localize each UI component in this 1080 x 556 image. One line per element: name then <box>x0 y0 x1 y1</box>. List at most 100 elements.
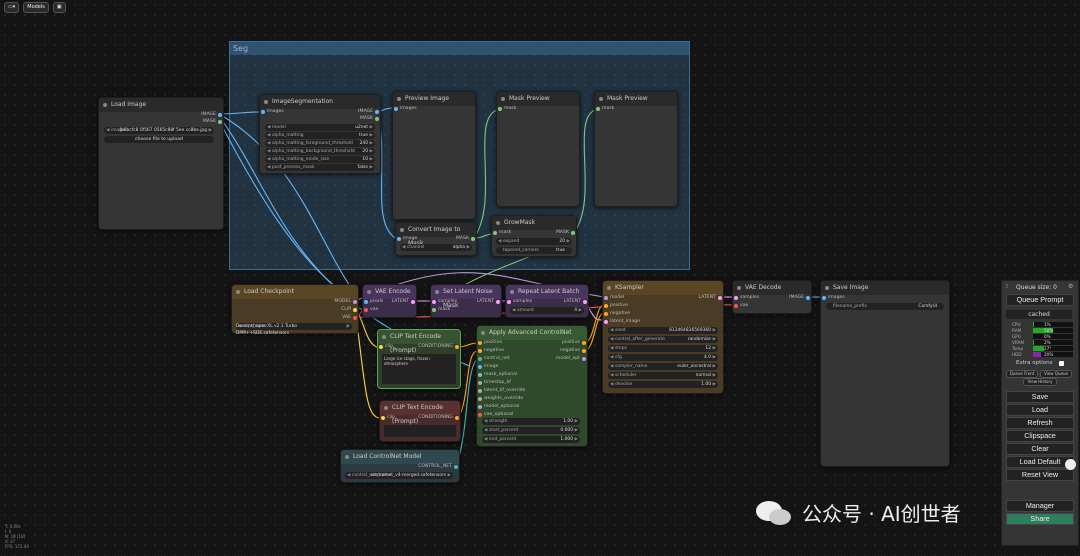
input-negative[interactable]: negative <box>478 348 504 353</box>
output-latent[interactable]: LATENT <box>564 299 587 304</box>
queue-prompt-button[interactable]: Queue Prompt <box>1006 294 1074 306</box>
output-mask[interactable]: MASK <box>456 236 475 241</box>
output-conditioning[interactable]: CONDITIONING <box>418 344 459 349</box>
input-mask[interactable]: mask <box>493 230 511 235</box>
input-vae[interactable]: vae <box>364 307 378 312</box>
input-samples[interactable]: samples <box>432 299 457 304</box>
window-icon[interactable]: ▣ <box>52 2 66 13</box>
input-mask-optional[interactable]: mask_optional <box>478 372 517 377</box>
input-images[interactable]: images <box>261 109 284 114</box>
upload-button[interactable]: choose file to upload <box>104 136 214 143</box>
load-button[interactable]: Load <box>1006 404 1074 416</box>
node-preview-image[interactable]: Preview Image images <box>392 91 476 220</box>
output-latent[interactable]: LATENT <box>392 299 415 304</box>
input-images[interactable]: images <box>394 106 417 111</box>
node-convert-image-to-mask[interactable]: Convert Image to Mask image MASK ◀channe… <box>395 222 477 256</box>
input-mask[interactable]: mask <box>596 106 614 111</box>
input-latent-image[interactable]: latent_image <box>604 319 640 324</box>
input-timestep-kf[interactable]: timestep_kf <box>478 380 511 385</box>
output-positive[interactable]: positive <box>562 340 586 345</box>
output-image[interactable]: IMAGE <box>201 112 222 117</box>
reset-view-button[interactable]: Reset View <box>1006 469 1074 481</box>
output-clip[interactable]: CLIP <box>341 307 357 312</box>
queue-front-button[interactable]: Queue Front <box>1006 370 1038 378</box>
input-latent-kf-override[interactable]: latent_kf_override <box>478 388 525 393</box>
output-vae[interactable]: VAE <box>342 315 357 320</box>
input-control-net[interactable]: control_net <box>478 356 510 361</box>
output-control-net[interactable]: CONTROL_NET <box>418 464 458 469</box>
input-mask[interactable]: mask <box>498 106 516 111</box>
output-conditioning[interactable]: CONDITIONING <box>418 415 459 420</box>
input-image[interactable]: image <box>397 236 417 241</box>
input-images[interactable]: images <box>822 295 845 300</box>
node-mask-preview-2[interactable]: Mask Preview mask <box>594 91 678 207</box>
node-image-segmentation[interactable]: ImageSegmentation images IMAGE MASK ◀mod… <box>259 94 381 174</box>
node-clip-text-encode-positive[interactable]: CLIP Text Encode (Prompt) clip CONDITION… <box>377 329 461 389</box>
prompt-textarea[interactable] <box>384 425 456 437</box>
share-button[interactable]: Share <box>1006 513 1074 525</box>
input-vae-optional[interactable]: vae_optional <box>478 412 513 417</box>
folder-menu-button[interactable]: ▭▾ <box>4 2 20 13</box>
node-load-controlnet-model[interactable]: Load ControlNet Model CONTROL_NET ◀contr… <box>340 449 460 483</box>
input-model[interactable]: model <box>604 295 624 300</box>
input-positive[interactable]: positive <box>604 303 628 308</box>
input-clip[interactable]: clip <box>381 415 395 420</box>
node-vae-decode[interactable]: VAE Decode samples vae IMAGE <box>732 280 812 314</box>
clipspace-button[interactable]: Clipspace <box>1006 430 1074 442</box>
load-default-button[interactable]: Load Default <box>1006 456 1074 468</box>
input-negative[interactable]: negative <box>604 311 630 316</box>
save-button[interactable]: Save <box>1006 391 1074 403</box>
node-clip-text-encode-negative[interactable]: CLIP Text Encode (Prompt) clip CONDITION… <box>379 400 461 442</box>
input-vae[interactable]: vae <box>734 303 748 308</box>
node-mask-preview-1[interactable]: Mask Preview mask <box>496 91 580 207</box>
input-model-optional[interactable]: model_optional <box>478 404 519 409</box>
input-image[interactable]: image <box>478 364 498 369</box>
extra-options-checkbox[interactable] <box>1059 361 1064 366</box>
floating-circle-icon[interactable] <box>1065 459 1076 470</box>
output-mask[interactable]: MASK <box>556 230 575 235</box>
node-load-checkpoint[interactable]: Load Checkpoint MODEL CLIP VAE ◀ckpt_nam… <box>231 284 359 336</box>
input-positive[interactable]: positive <box>478 340 502 345</box>
prompt-textarea[interactable]: Large ice stage, frozen atmosphere <box>382 354 456 384</box>
output-mask[interactable]: MASK <box>360 116 379 121</box>
settings-gear-icon[interactable]: ⚙ <box>1068 283 1074 290</box>
input-samples[interactable]: samples <box>507 299 532 304</box>
node-ksampler[interactable]: KSampler model positive negative latent_… <box>602 280 724 394</box>
input-pixels[interactable]: pixels <box>364 299 383 304</box>
output-latent[interactable]: LATENT <box>699 295 722 300</box>
input-clip[interactable]: clip <box>379 344 393 349</box>
view-history-button[interactable]: View History <box>1023 378 1057 386</box>
node-set-latent-noise-mask[interactable]: Set Latent Noise Mask samples mask LATEN… <box>430 284 502 318</box>
input-weights-override[interactable]: weights_override <box>478 396 523 401</box>
output-negative[interactable]: negative <box>560 348 586 353</box>
clear-button[interactable]: Clear <box>1006 443 1074 455</box>
input-mask[interactable]: mask <box>432 307 450 312</box>
node-vae-encode[interactable]: VAE Encode pixels vae LATENT <box>362 284 417 318</box>
input-samples[interactable]: samples <box>734 295 759 300</box>
node-repeat-latent-batch[interactable]: Repeat Latent Batch samples LATENT ◀amou… <box>505 284 589 318</box>
output-model[interactable]: MODEL <box>334 299 357 304</box>
output-image[interactable]: IMAGE <box>789 295 810 300</box>
output-mask[interactable]: MASK <box>203 119 222 124</box>
